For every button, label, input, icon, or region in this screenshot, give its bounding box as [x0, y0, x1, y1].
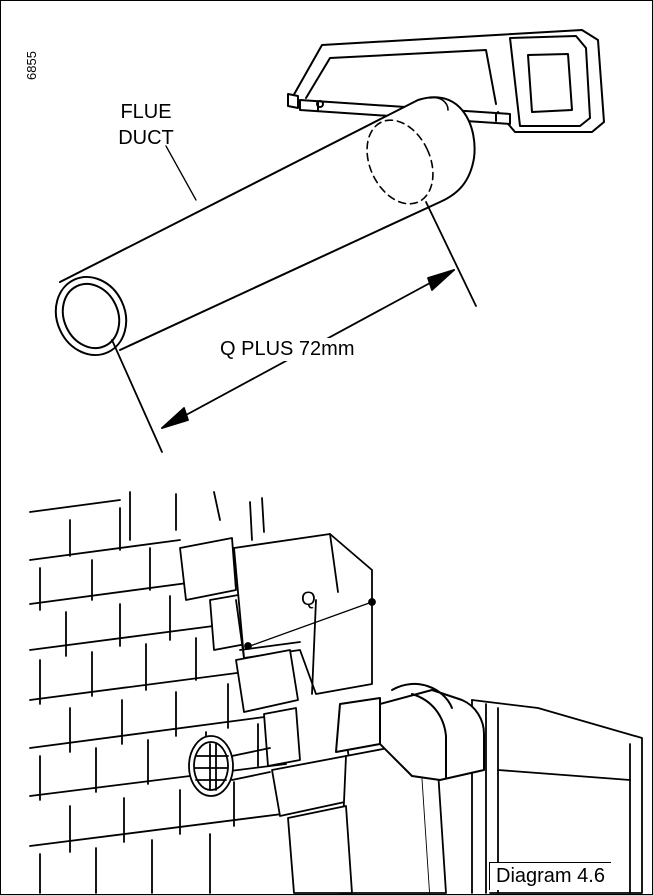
dimension-arrow: [111, 201, 477, 453]
flue-leader-line: [165, 145, 197, 201]
terminal-grille-icon: [188, 735, 271, 797]
flue-duct-label-line2: DUCT: [118, 127, 174, 149]
flue-elbow: [335, 683, 485, 781]
diagram-caption: Diagram 4.6: [489, 862, 611, 890]
reference-number: 6855: [24, 51, 39, 80]
q-label: Q: [301, 589, 316, 610]
flue-duct: [54, 96, 476, 356]
dimension-label: Q PLUS 72mm: [216, 338, 359, 361]
flue-duct-label-line1: FLUE: [120, 101, 172, 123]
brick-wall: [29, 491, 643, 894]
